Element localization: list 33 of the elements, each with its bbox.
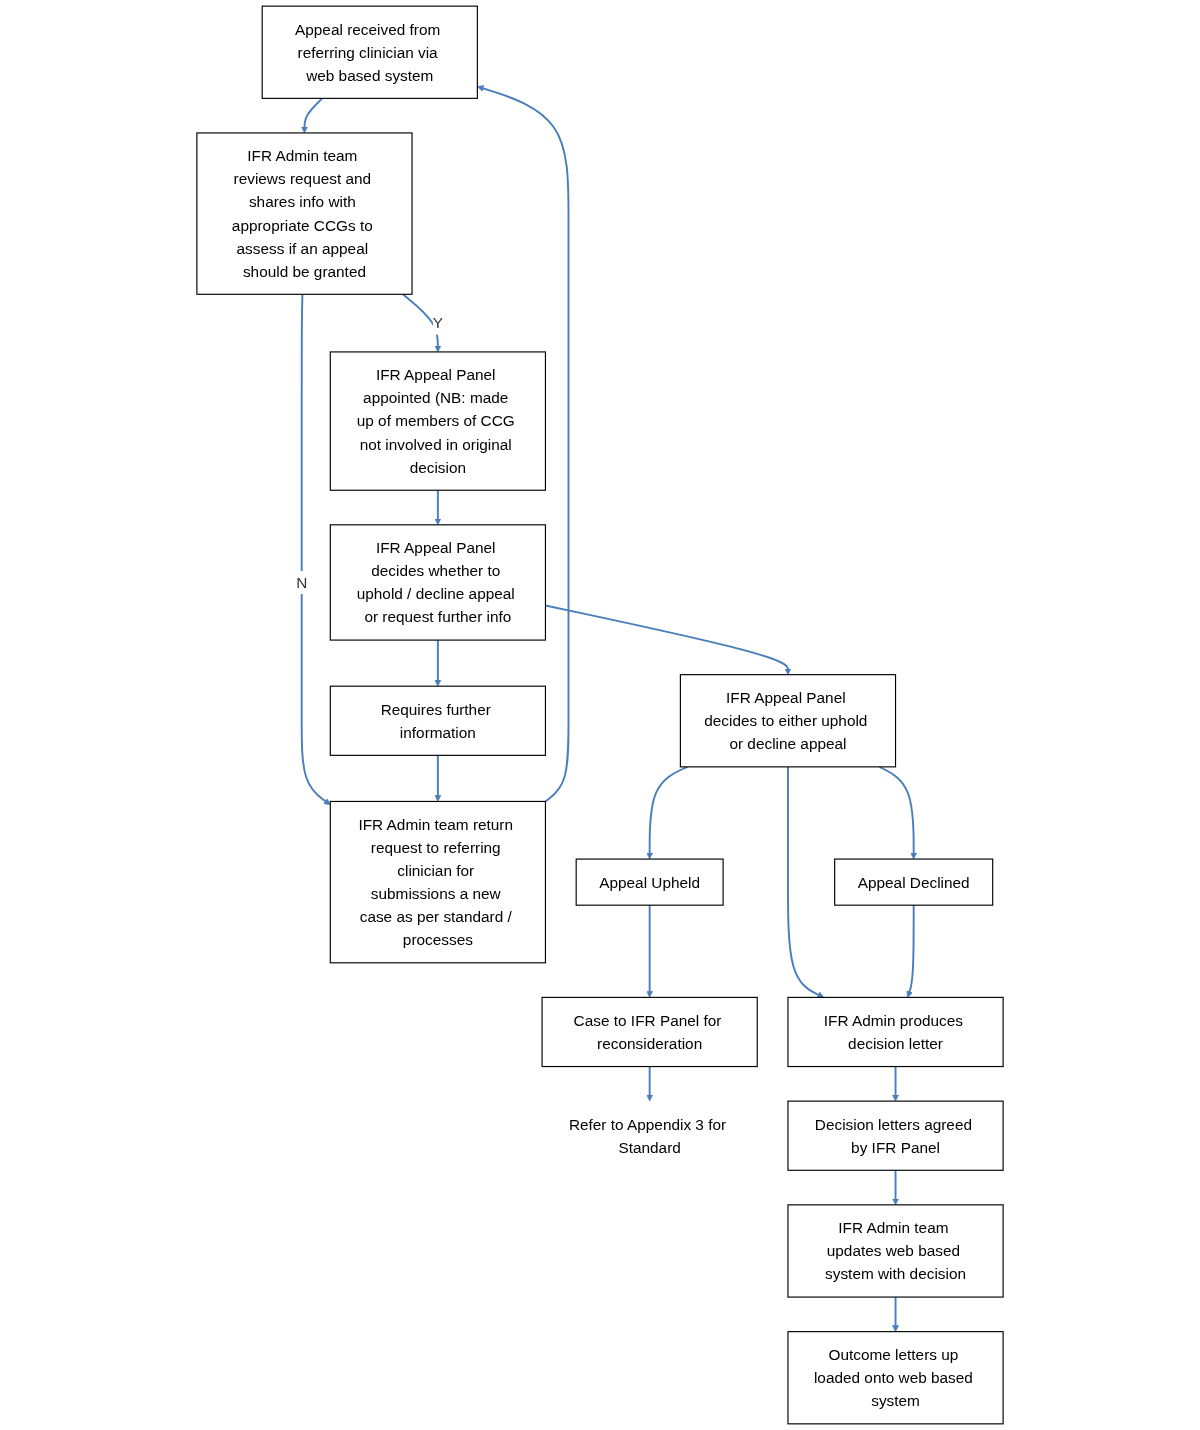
node-box: IFR Admin produces decision letter [787,996,1004,1068]
arrow [878,765,918,860]
node-box: Appeal Upheld [575,858,724,906]
arrow [434,754,442,802]
node-box: IFR Appeal Panel decides whether to uphold / decline appeal or request further info [329,524,546,641]
arrow [906,904,915,998]
node-box: IFR Admin team return request to referring clinician for submissions a new case as per standard / processes [329,800,546,964]
arrow [787,765,825,998]
edge-label: Y [432,314,443,332]
arrow [646,765,689,860]
arrow [646,904,654,998]
arrow [434,489,442,526]
arrow [892,1065,899,1102]
arrow [646,1065,654,1102]
arrow [892,1169,899,1206]
node-box: IFR Appeal Panel appointed (NB: made up of members of CCG not involved in original decision [329,351,546,491]
arrow [892,1296,899,1332]
node-box: IFR Admin team reviews request and shares info with appropriate CCGs to assess if an appeal should be granted [196,132,413,295]
node-text: Refer to Appendix 3 for Standard [568,1115,727,1156]
arrow [434,639,442,687]
node-box: Requires further information [329,685,546,756]
arrow [401,293,442,353]
arrow [300,293,331,806]
node-box: Appeal received from referring clinician via web based system [261,5,478,99]
node-box: Outcome letters up loaded onto web based system [787,1331,1004,1425]
node-box: IFR Admin team updates web based system with decision [787,1204,1004,1298]
node-box: Case to IFR Panel for reconsideration [541,996,758,1068]
node-box: Decision letters agreed by IFR Panel [787,1100,1004,1171]
arrow [301,97,324,134]
arrow [477,85,570,803]
edge-label: N [296,574,308,591]
node-box: Appeal Declined [834,858,994,906]
node-box: IFR Appeal Panel decides to either uphold or decline appeal [679,674,897,768]
